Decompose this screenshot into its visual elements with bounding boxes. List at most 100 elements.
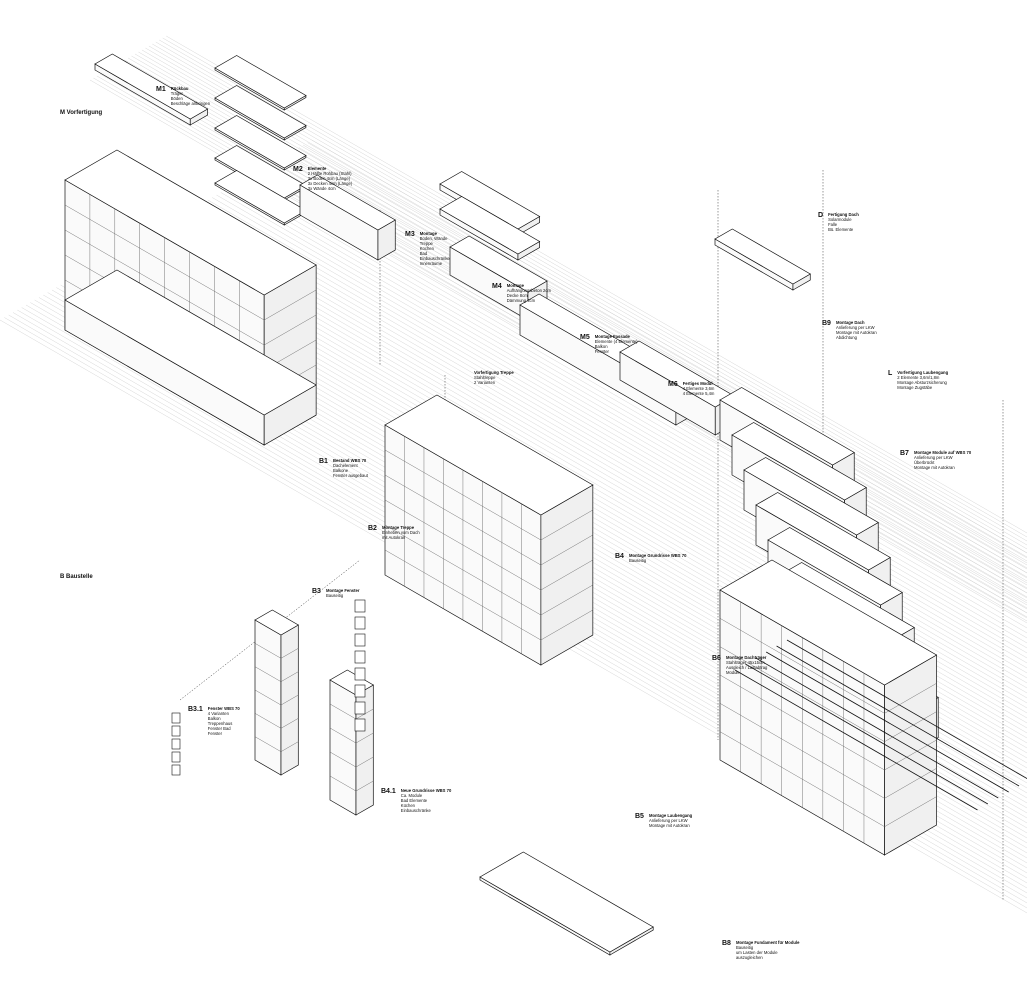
site-ground-hatch — [147, 234, 1027, 744]
m1-frame-top — [94, 53, 209, 120]
window-element — [354, 633, 366, 647]
window-element — [354, 599, 366, 613]
window-variant — [171, 712, 181, 724]
step-detail: Aufhängungsbeton 2cm — [506, 288, 551, 293]
step-detail: Ca. Module — [400, 793, 423, 798]
m2-slab-top — [214, 115, 307, 169]
step-detail: Dämmung 4cm — [506, 298, 536, 303]
step-detail: Treppenhaus — [207, 721, 233, 726]
window-variant — [171, 725, 181, 737]
prefab-ground-hatch — [152, 43, 1027, 550]
m2-slab-top — [214, 55, 307, 109]
step-detail: 4 Elemente 3,6m — [682, 386, 715, 391]
b1-building-floor-line — [64, 204, 317, 321]
step-detail: Balkon — [207, 716, 221, 721]
step-detail: Dachelement — [332, 463, 358, 468]
b2-b4-building-floor-line — [384, 449, 593, 541]
section-prefabrication: M Vorfertigung — [60, 110, 103, 116]
b41-stair-tower-floor-line — [254, 736, 299, 752]
site-ground-hatch — [186, 212, 1027, 699]
m4-slab-top — [439, 196, 541, 255]
step-detail: Stahltreppe — [474, 375, 496, 380]
b8-final-building-floor-line — [719, 674, 937, 771]
step-detail: 3x Decken 4cm (Länge) — [307, 181, 353, 186]
window-element — [354, 616, 366, 630]
step-detail: um Lasten der Module — [735, 950, 778, 955]
b6-beam — [776, 645, 1020, 787]
step-title: Vorfertigung Treppe — [474, 370, 514, 375]
b7-module-top — [719, 387, 855, 466]
step-detail: Einbauschränke — [419, 256, 450, 261]
step-detail: Bauseitig — [325, 593, 344, 598]
step-detail: mit Autokran — [381, 535, 406, 540]
b6-beam — [755, 657, 999, 799]
step-detail: Fenster ausgebaut — [332, 473, 368, 478]
step-code: B3 — [312, 588, 321, 595]
site-ground-hatch — [190, 209, 1027, 694]
step-title: Montage Fundament für Module — [735, 940, 800, 945]
b8-final-building-top — [719, 559, 938, 686]
step-code: B7 — [900, 450, 909, 457]
step-detail: Bauseitig — [628, 558, 647, 563]
b41-stair-tower-floor-line — [254, 689, 299, 706]
step-title: Rückbau — [170, 86, 189, 91]
step-detail: 2 Hälfte Rohbau (Stahl) — [307, 171, 352, 176]
b2-b4-building-floor-line — [384, 549, 593, 641]
step-detail: 3x Boden 4cm (Länge) — [307, 176, 351, 181]
b41-stair-tower-floor-line — [254, 643, 299, 659]
b8-foundation-plan-top — [479, 851, 654, 953]
prefab-ground-hatch — [141, 49, 1027, 562]
site-ground-hatch — [199, 204, 1027, 684]
step-detail: Anlieferung per LKW — [648, 818, 688, 823]
window-variant — [171, 764, 181, 776]
step-detail: Montage mit Autokran — [835, 330, 877, 335]
step-detail: Kochen — [419, 246, 434, 251]
site-ground-hatch — [177, 217, 1027, 709]
prefab-ground-hatch — [166, 35, 1027, 534]
b41-stair-tower-floor-line — [254, 666, 299, 682]
d-roof-slab-top — [714, 228, 811, 285]
step-detail: Elemente (4 Elemente) — [594, 339, 638, 344]
step-detail: Treppe — [419, 241, 433, 246]
b7-module-top — [767, 527, 903, 606]
m2-slab-top — [214, 85, 307, 139]
b2-b4-building-floor-line — [384, 524, 593, 616]
site-ground-hatch — [164, 224, 1027, 724]
step-title: Neue Grundrisse WBS 70 — [400, 788, 452, 793]
prefab-ground-hatch — [155, 41, 1027, 546]
step-detail: Bad Elemente — [400, 798, 428, 803]
step-detail: Anlieferung per LKW — [835, 325, 875, 330]
step-detail: Träger — [170, 91, 183, 96]
step-title: Montage — [506, 283, 524, 288]
step-code: M1 — [156, 86, 166, 93]
step-title: Montage Module auf WBS 70 — [913, 450, 972, 455]
b6-beam — [786, 639, 1027, 780]
step-title: Elemente — [307, 166, 327, 171]
b1-building-top — [64, 149, 317, 296]
b8-final-building-floor-line — [719, 731, 937, 827]
section-construction-site: B Baustelle — [60, 574, 93, 580]
step-detail: Solarmodule — [828, 217, 852, 222]
site-ground-hatch — [194, 207, 1027, 689]
step-detail: Innenräume — [419, 261, 443, 266]
step-title: Fertigung Dach — [828, 212, 859, 217]
b8-final-building-floor-line — [719, 646, 937, 742]
step-detail: Module — [725, 670, 740, 675]
step-detail: Fenster — [594, 349, 609, 354]
step-code: L — [888, 370, 893, 377]
b41-core-floor-line — [329, 751, 374, 768]
